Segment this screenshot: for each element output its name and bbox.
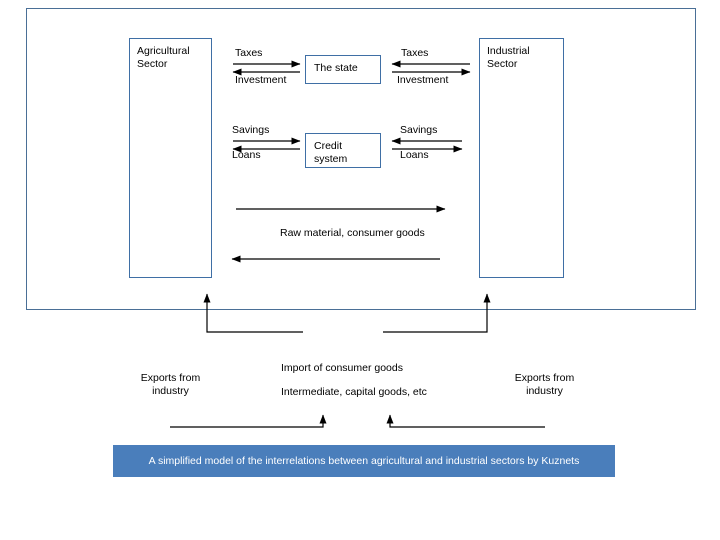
the-state-box: The state [305,55,381,84]
label-taxes-left: Taxes [235,47,263,59]
caption-text: A simplified model of the interrelations… [148,455,580,467]
outer-frame [26,8,696,310]
label-savings-left: Savings [232,124,270,136]
credit-system-label-line1: Credit [314,140,343,152]
industrial-sector-box: Industrial Sector [479,38,564,278]
label-exports-left-line1: Exports from [140,372,201,384]
arrow-exports-right [386,414,545,428]
label-investment-right: Investment [397,74,449,86]
agricultural-sector-box: Agricultural Sector [129,38,212,278]
label-import-consumer-goods: Import of consumer goods [281,362,403,374]
credit-system-box: Credit system [305,133,381,168]
credit-system-label-line2: system [314,153,348,165]
label-loans-left: Loans [232,149,261,161]
label-loans-right: Loans [400,149,429,161]
arrow-exports-left [170,414,327,428]
label-exports-right-line1: Exports from [514,372,575,384]
label-exports-left-line2: industry [152,385,189,397]
industrial-sector-label-line2: Sector [487,58,518,70]
agricultural-sector-label-line1: Agricultural [137,45,190,57]
label-raw-material: Raw material, consumer goods [280,227,425,239]
agricultural-sector-label-line2: Sector [137,58,168,70]
label-exports-right-line2: industry [526,385,563,397]
caption-bar: A simplified model of the interrelations… [113,445,615,477]
the-state-label: The state [314,62,358,74]
industrial-sector-label-line1: Industrial [487,45,530,57]
label-savings-right: Savings [400,124,438,136]
label-taxes-right: Taxes [401,47,429,59]
label-intermediate-capital-goods: Intermediate, capital goods, etc [281,386,427,398]
label-investment-left: Investment [235,74,287,86]
